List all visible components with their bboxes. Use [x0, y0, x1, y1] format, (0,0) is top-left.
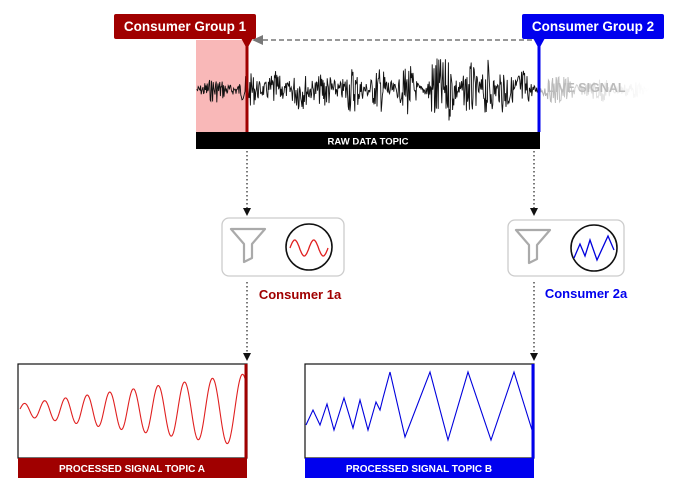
flow-arrow-head-1	[243, 208, 251, 216]
signal-scope-icon	[570, 224, 618, 272]
processed-topic-b-label: PROCESSED SIGNAL TOPIC B	[346, 464, 492, 475]
flow-arrow-head-3	[243, 353, 251, 361]
processed-topic-a-panel	[17, 363, 248, 459]
processed-topic-a-bar	[18, 458, 247, 478]
filter-icon	[514, 228, 552, 265]
consumer-group-2-label: Consumer Group 2	[532, 19, 654, 34]
consumer-group-2-tag[interactable]	[522, 14, 664, 39]
consumer-group-1-label: Consumer Group 1	[124, 19, 247, 34]
processed-topic-a-label: PROCESSED SIGNAL TOPIC A	[59, 464, 205, 475]
live-signal-waveform	[539, 76, 651, 104]
processed-topic-b-panel	[304, 363, 535, 459]
consumer-group-2-tag-pointer	[533, 38, 545, 49]
consumer-2a-label: Consumer 2a	[545, 286, 628, 301]
flow-arrow-head-2	[530, 208, 538, 216]
raw-data-topic-bar	[196, 132, 540, 149]
processed-signal-b-waveform	[305, 370, 533, 443]
zigzag-wave-icon	[573, 234, 615, 262]
consumer-group-1-tag[interactable]	[114, 14, 256, 39]
lag-arrow-head	[252, 35, 263, 45]
processed-topic-b-bar	[305, 458, 534, 478]
sine-wave-icon	[289, 239, 329, 257]
consumer-group-1-tag-pointer	[241, 38, 253, 49]
raw-signal-waveform	[196, 58, 539, 121]
filter-icon	[229, 227, 267, 264]
consumer-1a-label: Consumer 1a	[259, 287, 342, 302]
flow-arrow-head-4	[530, 353, 538, 361]
processed-signal-a-waveform	[19, 373, 246, 445]
raw-data-topic-label: RAW DATA TOPIC	[328, 137, 409, 148]
live-signal-label: LIVE SIGNAL	[547, 81, 626, 95]
